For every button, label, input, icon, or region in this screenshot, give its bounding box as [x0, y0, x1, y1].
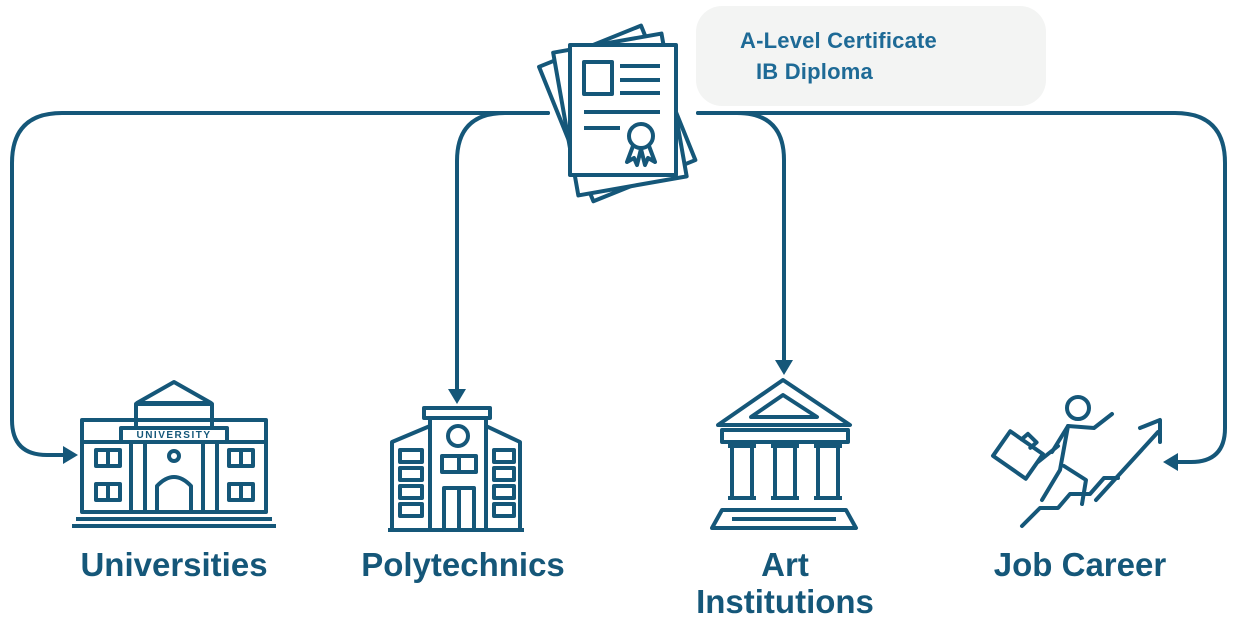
arrow-head-job-career	[1163, 453, 1178, 471]
polytechnics-label: Polytechnics	[361, 546, 565, 583]
certificate-line-a-level: A-Level Certificate	[740, 28, 937, 53]
art-institutions-label: Art Institutions	[680, 546, 890, 620]
job-career-label: Job Career	[993, 546, 1167, 583]
climbing-businessman-icon	[991, 395, 1162, 528]
certificate-line-ib-diploma: IB Diploma	[756, 59, 873, 84]
universities-label: Universities	[80, 546, 268, 583]
arrow-head-universities	[63, 446, 78, 464]
university-sign: UNIVERSITY	[136, 430, 211, 441]
polytechnic-building-icon	[388, 406, 524, 532]
connector-to-job-career	[696, 111, 1227, 464]
connector-to-polytechnics	[455, 111, 550, 394]
connector-to-universities	[10, 111, 550, 457]
art-institution-building-icon	[710, 378, 858, 530]
arrow-head-polytechnics	[448, 389, 466, 404]
arrow-head-art-institutions	[775, 360, 793, 375]
art-label-line-1: Art	[761, 546, 809, 583]
art-label-line-2: Institutions	[696, 583, 874, 620]
connector-to-art-institutions	[696, 111, 786, 365]
university-building-icon	[72, 380, 276, 528]
certificate-info-box	[696, 6, 1046, 106]
certificate-icon	[537, 23, 698, 204]
